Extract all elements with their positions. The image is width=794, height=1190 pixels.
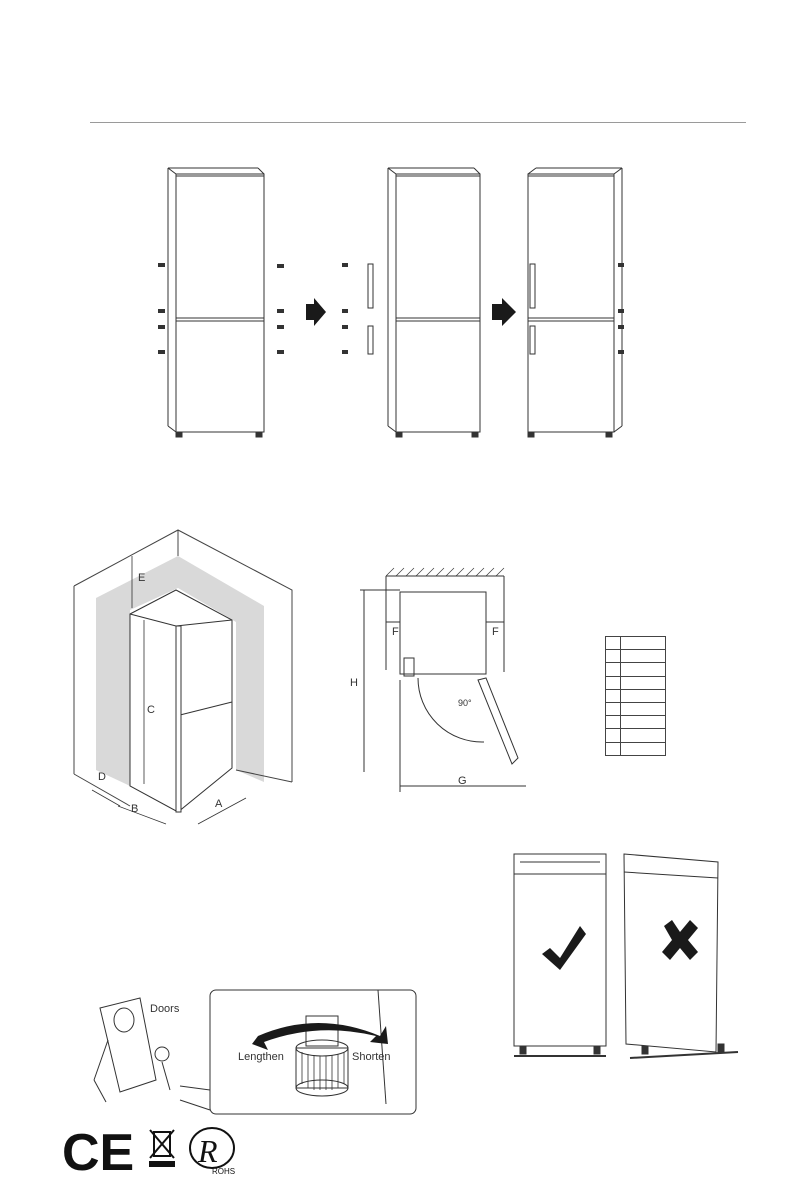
door-swing-figure: F F H G 90° <box>0 560 794 800</box>
table-row <box>606 742 666 755</box>
ce-mark: CE <box>62 1124 134 1182</box>
fridge-step-3 <box>528 168 622 437</box>
arrow-right-icon <box>306 298 516 326</box>
shorten-label: Shorten <box>352 1051 391 1063</box>
doors-label: Doors <box>150 1003 180 1015</box>
table-row <box>606 689 666 702</box>
table-row <box>606 716 666 729</box>
screw-icons <box>158 263 624 354</box>
table-row <box>606 663 666 676</box>
label-f-right: F <box>492 626 499 638</box>
weee-bin-icon <box>150 1130 174 1166</box>
space-table <box>605 636 666 756</box>
door-reversal-figure <box>0 0 794 460</box>
table-row <box>606 702 666 715</box>
svg-text:ROHS: ROHS <box>212 1167 235 1176</box>
label-f-left: F <box>392 626 399 638</box>
rohs-mark: R ROHS <box>190 1128 235 1176</box>
fridge-step-1 <box>168 168 264 437</box>
lengthen-label: Lengthen <box>238 1051 284 1063</box>
checkmark-icon <box>542 926 586 970</box>
svg-text:R: R <box>197 1133 218 1169</box>
table-row <box>606 650 666 663</box>
fridge-step-2 <box>368 168 480 437</box>
label-b: B <box>131 803 138 815</box>
cross-icon <box>662 920 698 960</box>
label-g: G <box>458 775 467 787</box>
leveling-feet-figure: Doors Lengthen Shorten <box>0 980 794 1120</box>
table-row <box>606 676 666 689</box>
label-h: H <box>350 677 358 689</box>
compliance-marks: CE R ROHS <box>62 1122 262 1182</box>
label-angle: 90° <box>458 698 472 708</box>
table-row <box>606 729 666 742</box>
table-row <box>606 637 666 650</box>
